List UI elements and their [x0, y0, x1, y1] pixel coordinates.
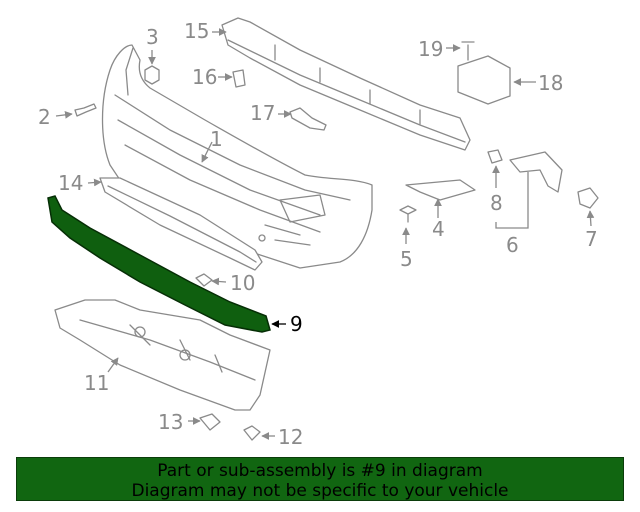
- callout-2: 2: [38, 105, 51, 129]
- parts-diagram: 3 2 1 15 16 17 14 19 18 4 5 8 6 7 10 9 1…: [38, 17, 599, 449]
- callout-6: 6: [506, 233, 519, 257]
- callout-15: 15: [184, 19, 209, 43]
- callout-5: 5: [400, 247, 413, 271]
- callout-7: 7: [585, 227, 598, 251]
- part-under-cover: [54, 299, 271, 411]
- callout-18: 18: [538, 71, 563, 95]
- callout-4: 4: [432, 217, 445, 241]
- callout-17: 17: [250, 101, 275, 125]
- callout-8: 8: [490, 191, 503, 215]
- part-fasteners: [74, 41, 599, 441]
- part-9-lower-valance-highlighted: [47, 195, 271, 333]
- callout-13: 13: [158, 410, 183, 434]
- callout-1: 1: [210, 127, 223, 151]
- banner-line-2: Diagram may not be specific to your vehi…: [131, 481, 509, 501]
- part-lower-strip: [99, 177, 263, 271]
- banner-line-1: Part or sub-assembly is #9 in diagram: [157, 461, 483, 481]
- callout-11: 11: [84, 371, 109, 395]
- callout-14: 14: [58, 171, 83, 195]
- notice-banner: Part or sub-assembly is #9 in diagram Di…: [16, 457, 624, 501]
- callout-9: 9: [290, 312, 303, 336]
- callout-16: 16: [192, 65, 217, 89]
- callout-10: 10: [230, 271, 255, 295]
- callout-19: 19: [418, 37, 443, 61]
- part-reinforcement-beam: [221, 17, 471, 151]
- leader-lines: [55, 28, 595, 440]
- callout-3: 3: [146, 25, 159, 49]
- callout-12: 12: [278, 425, 303, 449]
